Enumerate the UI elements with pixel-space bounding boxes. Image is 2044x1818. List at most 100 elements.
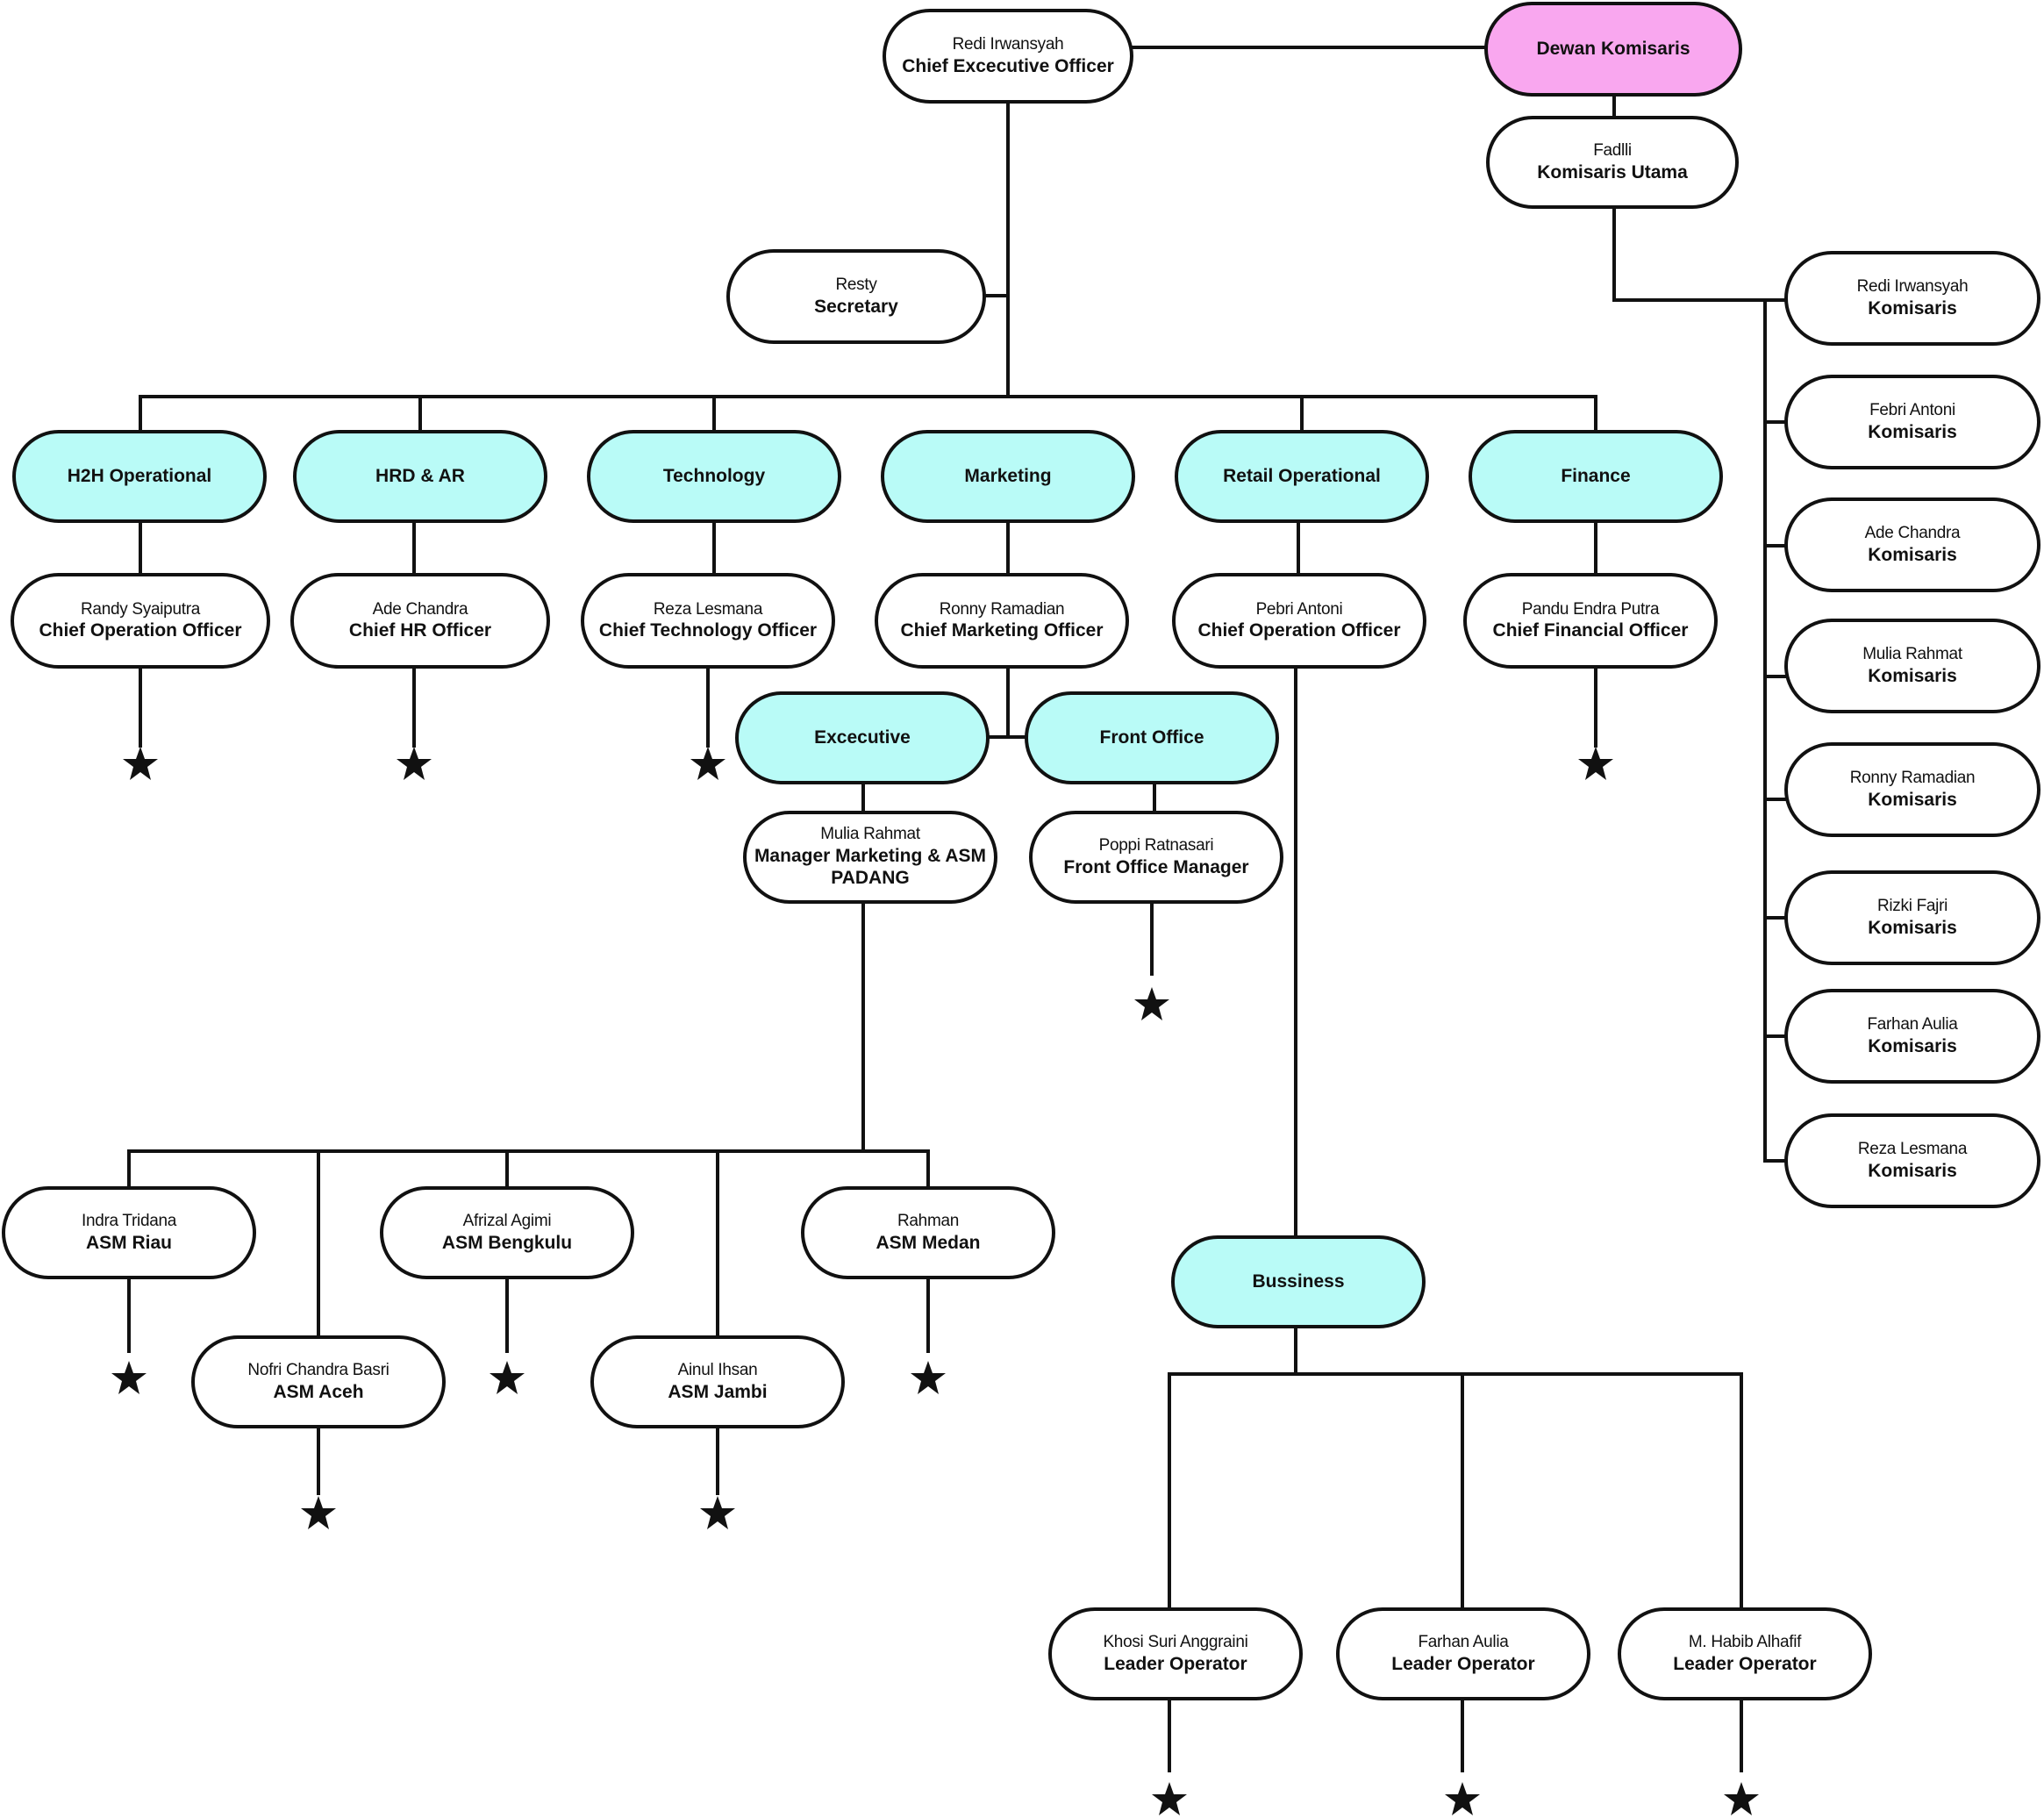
dept-front-office: Front Office [1025, 691, 1279, 784]
dept-executive: Excecutive [735, 691, 990, 784]
dept-label: Marketing [964, 466, 1052, 487]
head-name: Ade Chandra [372, 599, 468, 619]
star-icon [490, 1361, 525, 1394]
asm-role: ASM Aceh [273, 1381, 364, 1402]
star-icon [1578, 747, 1613, 780]
head-executive: Mulia Rahmat Manager Marketing & ASM PAD… [743, 811, 997, 904]
dept-h2h-operational: H2H Operational [12, 430, 267, 523]
star-icon [1134, 987, 1169, 1020]
head-h2h: Randy Syaiputra Chief Operation Officer [11, 573, 270, 669]
komisaris-name: Febri Antoni [1869, 401, 1955, 419]
head-name: Randy Syaiputra [81, 599, 200, 619]
dept-technology: Technology [587, 430, 841, 523]
asm-name: Ainul Ihsan [677, 1361, 758, 1379]
star-icon [911, 1361, 946, 1394]
head-role: Front Office Manager [1063, 856, 1249, 877]
komisaris-name: Mulia Rahmat [1862, 645, 1962, 663]
head-role: Manager Marketing & ASM PADANG [754, 846, 987, 889]
asm-role: ASM Bengkulu [441, 1232, 573, 1253]
star-icon [1152, 1782, 1187, 1815]
dept-retail-operational: Retail Operational [1175, 430, 1429, 523]
leader-box: Khosi Suri Anggraini Leader Operator [1048, 1607, 1303, 1700]
dept-label: Excecutive [814, 727, 911, 748]
leader-role: Leader Operator [1673, 1653, 1817, 1674]
asm-role: ASM Riau [85, 1232, 172, 1253]
leader-role: Leader Operator [1104, 1653, 1247, 1674]
komisaris-role: Komisaris [1868, 297, 1957, 319]
komisaris-box: Redi Irwansyah Komisaris [1784, 251, 2040, 346]
komisaris-utama-name: Fadlli [1593, 141, 1632, 160]
asm-name: Nofri Chandra Basri [247, 1361, 390, 1379]
komisaris-name: Redi Irwansyah [1856, 277, 1969, 296]
leader-name: M. Habib Alhafif [1688, 1633, 1802, 1651]
head-role: Chief HR Officer [348, 620, 492, 641]
asm-box: Ainul Ihsan ASM Jambi [590, 1335, 845, 1428]
komisaris-box: Ade Chandra Komisaris [1784, 497, 2040, 592]
dept-label: H2H Operational [67, 466, 212, 487]
asm-role: ASM Medan [875, 1232, 981, 1253]
leader-role: Leader Operator [1391, 1653, 1535, 1674]
star-icon [397, 747, 432, 780]
komisaris-role: Komisaris [1868, 789, 1957, 810]
komisaris-box: Rizki Fajri Komisaris [1784, 870, 2040, 965]
komisaris-name: Ade Chandra [1864, 524, 1961, 542]
star-icon [123, 747, 158, 780]
secretary-role: Secretary [814, 296, 898, 317]
komisaris-role: Komisaris [1868, 665, 1957, 686]
komisaris-utama-role: Komisaris Utama [1537, 161, 1688, 183]
head-role: Chief Marketing Officer [900, 620, 1104, 641]
head-technology: Reza Lesmana Chief Technology Officer [581, 573, 835, 669]
head-retail: Pebri Antoni Chief Operation Officer [1172, 573, 1426, 669]
asm-box: Afrizal Agimi ASM Bengkulu [380, 1186, 634, 1279]
star-icon [700, 1496, 735, 1529]
secretary-box: Resty Secretary [726, 249, 986, 344]
head-name: Poppi Ratnasari [1098, 836, 1214, 855]
head-name: Reza Lesmana [653, 599, 763, 619]
head-name: Pebri Antoni [1255, 599, 1343, 619]
dept-label: HRD & AR [375, 466, 465, 487]
komisaris-name: Ronny Ramadian [1849, 769, 1976, 787]
head-role: Chief Operation Officer [39, 620, 242, 641]
komisaris-utama-box: Fadlli Komisaris Utama [1486, 116, 1739, 209]
komisaris-role: Komisaris [1868, 544, 1957, 565]
dept-business: Bussiness [1171, 1235, 1426, 1328]
asm-name: Rahman [897, 1212, 960, 1230]
dept-label: Front Office [1099, 727, 1204, 748]
head-name: Pandu Endra Putra [1521, 599, 1660, 619]
asm-name: Indra Tridana [81, 1212, 177, 1230]
komisaris-box: Mulia Rahmat Komisaris [1784, 619, 2040, 713]
dept-label: Technology [662, 466, 766, 487]
dept-label: Retail Operational [1223, 466, 1381, 487]
komisaris-role: Komisaris [1868, 1160, 1957, 1181]
head-marketing: Ronny Ramadian Chief Marketing Officer [875, 573, 1129, 669]
head-front-office: Poppi Ratnasari Front Office Manager [1029, 811, 1283, 904]
komisaris-box: Farhan Aulia Komisaris [1784, 989, 2040, 1084]
head-name: Mulia Rahmat [820, 825, 920, 844]
star-icon [111, 1361, 147, 1394]
star-icon [1445, 1782, 1480, 1815]
komisaris-box: Ronny Ramadian Komisaris [1784, 742, 2040, 837]
leader-box: M. Habib Alhafif Leader Operator [1618, 1607, 1872, 1700]
secretary-name: Resty [835, 276, 877, 294]
komisaris-name: Farhan Aulia [1867, 1015, 1958, 1034]
komisaris-name: Rizki Fajri [1876, 897, 1948, 915]
leader-name: Khosi Suri Anggraini [1103, 1633, 1248, 1651]
head-finance: Pandu Endra Putra Chief Financial Office… [1463, 573, 1718, 669]
asm-name: Afrizal Agimi [462, 1212, 552, 1230]
star-icon [690, 747, 725, 780]
dept-label: Bussiness [1252, 1271, 1345, 1292]
komisaris-box: Reza Lesmana Komisaris [1784, 1113, 2040, 1208]
dept-hrd-ar: HRD & AR [293, 430, 547, 523]
komisaris-role: Komisaris [1868, 1035, 1957, 1056]
head-name: Ronny Ramadian [939, 599, 1065, 619]
ceo-box: Redi Irwansyah Chief Excecutive Officer [883, 9, 1133, 104]
leader-name: Farhan Aulia [1418, 1633, 1509, 1651]
head-role: Chief Financial Officer [1492, 620, 1689, 641]
star-icon [301, 1496, 336, 1529]
asm-box: Rahman ASM Medan [801, 1186, 1055, 1279]
ceo-role: Chief Excecutive Officer [902, 55, 1114, 76]
asm-role: ASM Jambi [668, 1381, 768, 1402]
dept-label: Finance [1561, 466, 1631, 487]
